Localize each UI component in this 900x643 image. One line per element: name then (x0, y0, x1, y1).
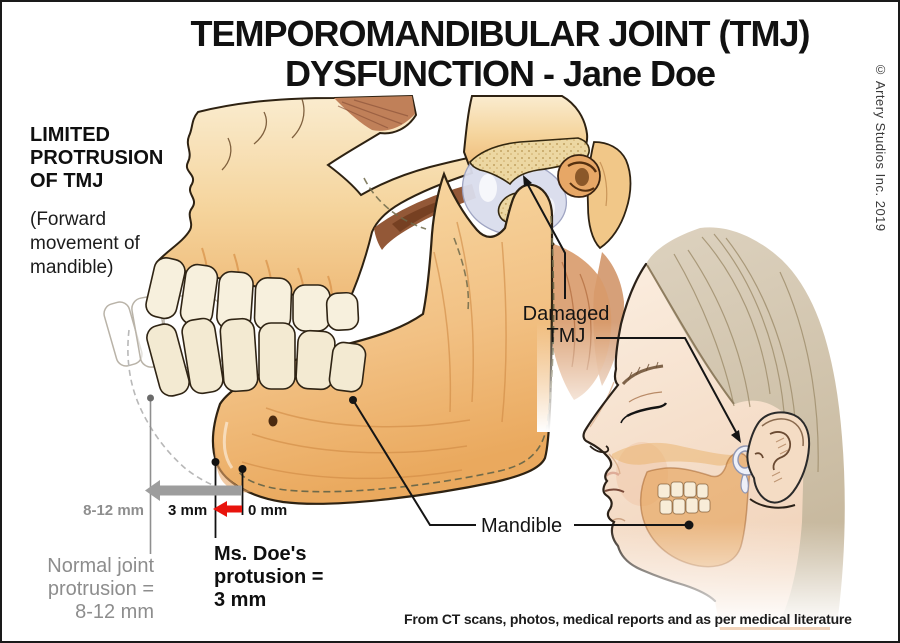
overlay-teeth (657, 481, 711, 515)
damaged-tmj-label: Damaged TMJ (522, 303, 610, 347)
zero-reference-value: 0 mm (248, 502, 288, 519)
closed-eye (626, 402, 668, 418)
patient-protrusion-caption: Ms. Doe's protusion = 3 mm (214, 543, 324, 611)
ear (746, 411, 811, 509)
mouth-line (604, 488, 625, 493)
hair (646, 227, 845, 617)
page-title: TEMPOROMANDIBULAR JOINT (TMJ) DYSFUNCTIO… (102, 14, 898, 94)
measurement-graphics (145, 394, 247, 554)
upper-teeth (145, 256, 360, 332)
patient-protrusion-value: 3 mm (168, 502, 208, 519)
copyright-credit: © Artery Studios Inc. 2019 (873, 62, 888, 232)
eyebrow (621, 364, 664, 386)
range-arrow-gray (145, 480, 242, 501)
page-title-line2: DYSFUNCTION - Jane Doe (284, 53, 716, 94)
ear-canal (557, 154, 601, 198)
leader-lines (349, 175, 741, 530)
mandible-texture (241, 221, 507, 480)
protrusion-arrow-red (213, 501, 242, 517)
source-note: From CT scans, photos, medical reports a… (404, 611, 852, 627)
normal-protrusion-caption: Normal joint protrusion = 8-12 mm (47, 555, 154, 623)
nostril (589, 445, 610, 454)
leader-mandible-skull (352, 399, 476, 526)
page-title-line1: TEMPOROMANDIBULAR JOINT (TMJ) (190, 13, 811, 54)
leader-damaged-tmj-skull (527, 184, 566, 299)
mental-foramen (268, 415, 278, 427)
mandible-label: Mandible (481, 515, 563, 537)
limited-protrusion-heading: LIMITED PROTRUSION OF TMJ (30, 124, 164, 192)
mastoid-bone (586, 141, 632, 250)
leader-damaged-tmj-face (596, 337, 737, 433)
forward-movement-note: (Forward movement of mandible) (30, 209, 140, 278)
normal-range-value: 8-12 mm (83, 502, 144, 519)
hair-fade (602, 522, 882, 627)
lower-teeth (146, 317, 367, 397)
mandible-bone (211, 170, 554, 505)
